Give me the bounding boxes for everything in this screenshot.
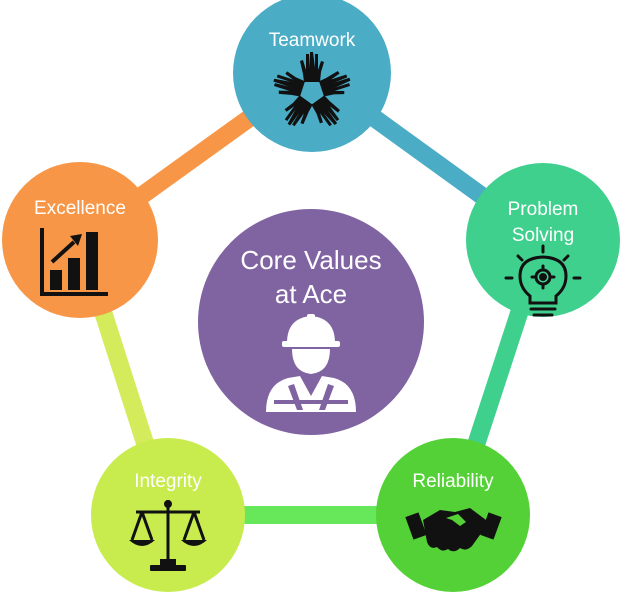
balance-scale-icon xyxy=(129,500,207,571)
node-label-excellence: Excellence xyxy=(34,198,126,219)
lightbulb-gear-icon xyxy=(504,244,582,317)
node-reliability: Reliability xyxy=(376,438,530,592)
node-label-reliability: Reliability xyxy=(412,471,494,492)
construction-worker-icon xyxy=(266,314,356,412)
center-node: Core Values at Ace xyxy=(198,209,424,435)
node-circle-problem-solving xyxy=(466,163,620,317)
handshake-icon xyxy=(405,508,502,552)
node-integrity: Integrity xyxy=(91,438,245,592)
node-label-integrity: Integrity xyxy=(134,471,202,492)
growth-chart-icon xyxy=(40,228,108,296)
node-label-teamwork: Teamwork xyxy=(269,30,356,51)
center-label-line-1: Core Values xyxy=(240,245,381,275)
node-label-problem-solving-line-1: Problem xyxy=(508,199,579,220)
node-teamwork: Teamwork xyxy=(233,0,391,152)
node-label-problem-solving-line-2: Solving xyxy=(512,225,574,246)
center-label-line-2: at Ace xyxy=(275,279,347,309)
node-excellence: Excellence xyxy=(2,162,158,318)
hands-teamwork-icon xyxy=(273,52,351,127)
node-problem-solving: Problem Solving xyxy=(466,163,620,317)
